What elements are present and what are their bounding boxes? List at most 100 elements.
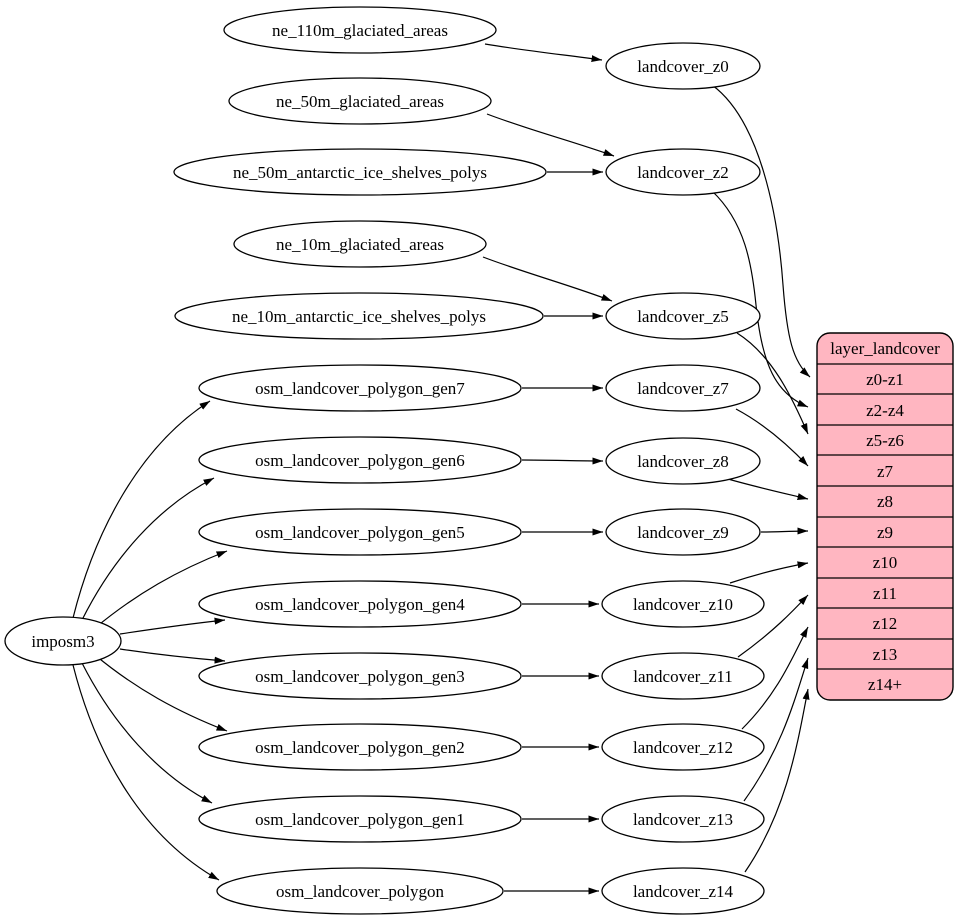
landcover-z10-label: landcover_z10 — [633, 595, 733, 614]
edge-imposm3-to-osm-polygon — [72, 664, 220, 881]
landcover-z9-ellipse — [605, 508, 761, 556]
edge-landcover-z13-to-row-z13 — [743, 657, 809, 802]
node-landcover-z12: landcover_z12 — [601, 723, 765, 771]
ne-10m-antarctic-ice-shelves-polys-label: ne_10m_antarctic_ice_shelves_polys — [232, 307, 486, 326]
row-z11: z11 — [873, 584, 897, 603]
edge-landcover-z14-to-row-z14 — [744, 688, 810, 873]
edge-landcover-z9-to-row-z9 — [760, 527, 809, 535]
node-osm-landcover-polygon-gen5: osm_landcover_polygon_gen5 — [198, 508, 522, 556]
edge-imposm3-to-osm-gen2 — [94, 654, 228, 732]
node-osm-landcover-polygon-gen1: osm_landcover_polygon_gen1 — [198, 795, 522, 843]
table-layer-landcover: layer_landcover z0-z1 z2-z4 z5-z6 z7 z8 … — [816, 332, 954, 701]
node-landcover-z2: landcover_z2 — [605, 148, 761, 196]
node-ne-110m-glaciated-areas: ne_110m_glaciated_areas — [223, 6, 497, 54]
layer-landcover-title: layer_landcover — [830, 339, 940, 358]
osm-landcover-polygon-gen5-label: osm_landcover_polygon_gen5 — [255, 523, 465, 542]
ne-10m-antarctic-ice-shelves-polys-ellipse — [174, 292, 544, 340]
edge-ne-10m-glaciated-areas-to-landcover-z5 — [482, 256, 613, 302]
row-z12: z12 — [873, 614, 898, 633]
edge-imposm3-to-osm-gen4 — [119, 617, 226, 635]
node-osm-landcover-polygon-gen2: osm_landcover_polygon_gen2 — [198, 723, 522, 771]
edges-views-to-table — [711, 84, 811, 873]
ne-10m-glaciated-areas-label: ne_10m_glaciated_areas — [276, 235, 444, 254]
edge-imposm3-to-osm-gen1 — [81, 662, 213, 804]
node-landcover-z10: landcover_z10 — [601, 580, 765, 628]
landcover-z5-label: landcover_z5 — [637, 307, 729, 326]
landcover-z0-ellipse — [605, 42, 761, 90]
node-landcover-z9: landcover_z9 — [605, 508, 761, 556]
osm-landcover-polygon-gen2-label: osm_landcover_polygon_gen2 — [255, 738, 465, 757]
edge-landcover-z5-to-row-z5-z6 — [736, 332, 809, 435]
node-ne-50m-antarctic-ice-shelves-polys: ne_50m_antarctic_ice_shelves_polys — [173, 148, 547, 196]
node-ne-10m-glaciated-areas: ne_10m_glaciated_areas — [233, 220, 487, 268]
landcover-z13-ellipse — [601, 795, 765, 843]
node-landcover-z11: landcover_z11 — [601, 652, 765, 700]
ne-110m-glaciated-areas-ellipse — [223, 6, 497, 54]
node-osm-landcover-polygon-gen7: osm_landcover_polygon_gen7 — [198, 364, 522, 412]
osm-landcover-polygon-gen6-ellipse — [198, 436, 522, 484]
node-ne-10m-antarctic-ice-shelves-polys: ne_10m_antarctic_ice_shelves_polys — [174, 292, 544, 340]
node-osm-landcover-polygon-gen4: osm_landcover_polygon_gen4 — [198, 580, 522, 628]
landcover-z13-label: landcover_z13 — [633, 810, 733, 829]
osm-landcover-polygon-label: osm_landcover_polygon — [276, 882, 445, 901]
landcover-z2-label: landcover_z2 — [637, 163, 729, 182]
edge-ne-110m-glaciated-areas-to-landcover-z0 — [484, 43, 603, 63]
landcover-z10-ellipse — [601, 580, 765, 628]
edges-osm-to-views — [503, 384, 604, 895]
osm-landcover-polygon-gen5-ellipse — [198, 508, 522, 556]
osm-landcover-polygon-gen1-ellipse — [198, 795, 522, 843]
node-landcover-z8: landcover_z8 — [605, 437, 761, 485]
node-landcover-z0: landcover_z0 — [605, 42, 761, 90]
ne-50m-glaciated-areas-ellipse — [228, 77, 492, 125]
edge-landcover-z11-to-row-z11 — [737, 594, 809, 658]
landcover-z0-label: landcover_z0 — [637, 57, 729, 76]
landcover-z7-ellipse — [605, 364, 761, 412]
landcover-z8-label: landcover_z8 — [637, 452, 729, 471]
ne-50m-antarctic-ice-shelves-polys-ellipse — [173, 148, 547, 196]
osm-landcover-polygon-gen4-label: osm_landcover_polygon_gen4 — [255, 595, 465, 614]
osm-landcover-polygon-gen6-label: osm_landcover_polygon_gen6 — [255, 451, 465, 470]
row-z2-z4: z2-z4 — [866, 401, 904, 420]
osm-landcover-polygon-gen4-ellipse — [198, 580, 522, 628]
node-ne-50m-glaciated-areas: ne_50m_glaciated_areas — [228, 77, 492, 125]
ne-110m-glaciated-areas-label: ne_110m_glaciated_areas — [272, 21, 448, 40]
row-z0-z1: z0-z1 — [866, 370, 904, 389]
edge-osm-gen6-to-landcover-z8 — [521, 457, 604, 465]
landcover-z7-label: landcover_z7 — [637, 379, 729, 398]
edge-landcover-z2-to-row-z2-z4 — [711, 190, 809, 408]
node-imposm3: imposm3 — [4, 616, 122, 666]
edge-landcover-z0-to-row-z0-z1 — [711, 84, 811, 378]
osm-landcover-polygon-gen3-label: osm_landcover_polygon_gen3 — [255, 667, 465, 686]
imposm3-label: imposm3 — [31, 632, 94, 651]
osm-landcover-polygon-gen7-ellipse — [198, 364, 522, 412]
landcover-z11-ellipse — [601, 652, 765, 700]
ne-50m-antarctic-ice-shelves-polys-label: ne_50m_antarctic_ice_shelves_polys — [233, 163, 487, 182]
osm-landcover-polygon-gen2-ellipse — [198, 723, 522, 771]
landcover-z14-ellipse — [601, 867, 765, 915]
edge-imposm3-to-osm-gen7 — [72, 400, 211, 619]
edge-imposm3-to-osm-gen5 — [94, 550, 228, 629]
osm-landcover-polygon-ellipse — [216, 867, 504, 915]
landcover-z9-label: landcover_z9 — [637, 523, 729, 542]
edge-landcover-z7-to-row-z7 — [735, 408, 809, 467]
landcover-z12-ellipse — [601, 723, 765, 771]
osm-landcover-polygon-gen7-label: osm_landcover_polygon_gen7 — [255, 379, 465, 398]
row-z10: z10 — [873, 553, 898, 572]
node-landcover-z13: landcover_z13 — [601, 795, 765, 843]
row-z8: z8 — [877, 492, 893, 511]
edge-imposm3-to-osm-gen3 — [119, 648, 226, 664]
landcover-z5-ellipse — [605, 292, 761, 340]
edges-imposm3-fan — [72, 400, 228, 881]
row-z9: z9 — [877, 523, 893, 542]
osm-landcover-polygon-gen1-label: osm_landcover_polygon_gen1 — [255, 810, 465, 829]
row-z7: z7 — [877, 462, 894, 481]
landcover-z8-ellipse — [605, 437, 761, 485]
edges-sources-to-views — [482, 43, 615, 320]
row-z13: z13 — [873, 645, 898, 664]
node-osm-landcover-polygon-gen6: osm_landcover_polygon_gen6 — [198, 436, 522, 484]
edge-imposm3-to-osm-gen6 — [81, 477, 215, 621]
osm-landcover-polygon-gen3-ellipse — [198, 652, 522, 700]
node-landcover-z7: landcover_z7 — [605, 364, 761, 412]
